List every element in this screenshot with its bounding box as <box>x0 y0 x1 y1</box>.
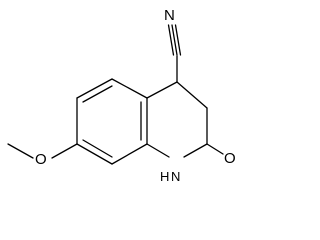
c7-o-bond <box>51 143 78 159</box>
c8-c8a-bond <box>111 143 148 165</box>
ketone-oxygen-label: O <box>224 150 236 167</box>
c4-c3-bond <box>176 81 208 109</box>
methoxy-oxygen-label: O <box>35 151 47 168</box>
ring-nitrogen-label: N <box>171 169 180 184</box>
c4-c4a-bond <box>146 81 178 99</box>
carbonyl-group <box>206 143 224 155</box>
triple-bond-line-1 <box>167 24 175 56</box>
benzene-ring <box>76 78 148 165</box>
molecule-drawing: N O H N O <box>7 7 236 184</box>
c2-n1-bond <box>183 143 208 158</box>
triple-bond-line-3 <box>174 24 182 56</box>
c-o-double-bond-line <box>206 143 224 155</box>
c7-c8-bond <box>76 143 113 165</box>
o-ch3-bond <box>7 143 34 159</box>
ring-nh-hydrogen-label: H <box>160 169 169 184</box>
n1-c8a-bond <box>146 143 170 158</box>
triple-bond-line-2 <box>171 24 178 56</box>
methoxy-group <box>7 143 78 159</box>
c5-c6-bond <box>76 78 113 99</box>
c5-c6-inner-bond <box>82 85 113 103</box>
c7-c8-inner-bond <box>82 139 113 158</box>
dihydro-ring <box>146 81 208 158</box>
molecule-canvas: N O H N O <box>7 7 236 184</box>
nitrile-nitrogen-label: N <box>164 7 175 24</box>
c4a-c5-bond <box>111 78 148 99</box>
nitrile-group <box>167 24 182 83</box>
